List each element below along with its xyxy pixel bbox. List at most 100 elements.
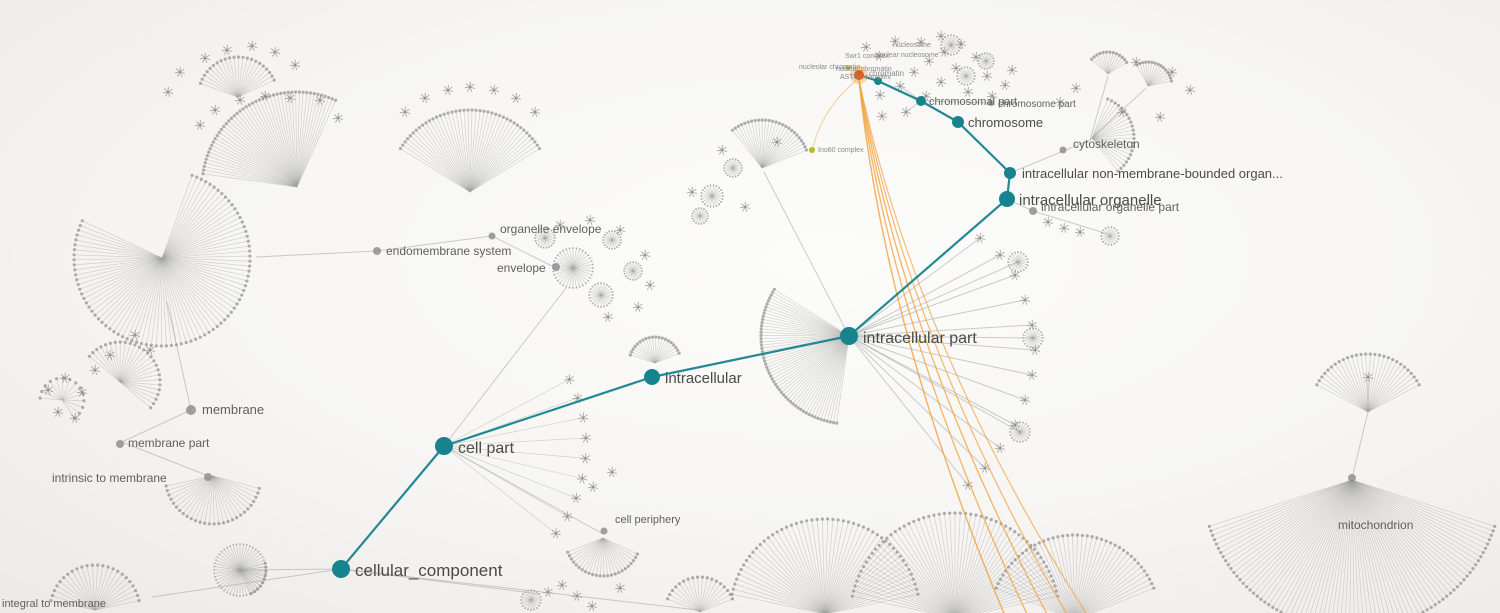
star-node (1026, 369, 1038, 381)
star-node (488, 84, 500, 96)
star-node (510, 92, 522, 104)
star-node (442, 84, 454, 96)
tiny-term-label: Swr1 complex (845, 53, 889, 60)
node-membrane[interactable] (186, 405, 196, 415)
star-node (209, 104, 221, 116)
gray-edge (376, 235, 493, 252)
star-node (981, 70, 993, 82)
pinwheel-node (588, 282, 614, 308)
node-intracellular_organelle[interactable] (999, 191, 1015, 207)
pinwheel-node (1022, 327, 1044, 349)
star-node (1042, 216, 1054, 228)
node-cellular_component[interactable] (332, 560, 350, 578)
star-node (1362, 371, 1374, 383)
gray-edge (1009, 139, 1091, 174)
star-node (873, 50, 885, 62)
gray-edge (848, 335, 1036, 351)
node-label-intracellular_organelle: intracellular organelle (1019, 192, 1162, 209)
gray-edge (763, 171, 850, 337)
green-marker-node (845, 65, 851, 71)
node-non_membrane_organelle[interactable] (1004, 167, 1016, 179)
star-node (606, 466, 618, 478)
node-label-intracellular_part: intracellular part (863, 330, 977, 347)
node-mitochondrion[interactable] (1348, 474, 1356, 482)
highlight-edge (858, 79, 1087, 613)
star-node (1184, 84, 1196, 96)
node-membrane_part[interactable] (116, 440, 124, 448)
pinwheel-node (940, 34, 962, 56)
star-node (644, 279, 656, 291)
cluster-fan (164, 475, 261, 526)
cluster-fan (1315, 352, 1421, 413)
node-chromosome_part[interactable] (988, 100, 994, 106)
star-node (938, 46, 950, 58)
star-node (1006, 64, 1018, 76)
node-cell_part[interactable] (435, 437, 453, 455)
cluster-fan (1135, 60, 1174, 87)
star-node (580, 432, 591, 443)
cluster-fan (72, 173, 252, 348)
cluster-fan (759, 287, 850, 425)
tiny-term-label: nuclear chromatin (836, 66, 892, 73)
selected-edge (920, 100, 959, 123)
star-node (221, 44, 233, 56)
star-node (935, 76, 947, 88)
star-node (974, 232, 986, 244)
node-ino80_complex[interactable] (809, 147, 815, 153)
star-node (999, 79, 1011, 91)
star-node (259, 90, 271, 102)
tiny-term-label: chromatin (869, 69, 904, 78)
star-node (962, 86, 974, 98)
gray-edge (151, 568, 342, 598)
star-node (577, 412, 589, 423)
star-node (550, 528, 561, 539)
star-node (739, 201, 751, 213)
star-node (76, 386, 88, 398)
node-chromosomal_part[interactable] (916, 96, 926, 106)
pinwheel-node (1009, 421, 1031, 443)
star-node (686, 186, 698, 198)
star-node (1029, 344, 1041, 356)
node-cytoskeleton[interactable] (1059, 146, 1067, 154)
highlight-edge (858, 79, 1028, 613)
node-intrinsic_to_membrane[interactable] (204, 473, 212, 481)
pinwheel-node (602, 230, 622, 250)
star-node (874, 89, 886, 101)
gray-edge (340, 568, 699, 611)
cluster-fan (730, 118, 809, 169)
node-cell_periphery[interactable] (600, 527, 608, 535)
cluster-fan (850, 511, 1060, 613)
gray-edge (848, 335, 1021, 433)
node-selected_term[interactable] (854, 70, 864, 80)
node-chromatin[interactable] (874, 77, 882, 85)
node-intracellular[interactable] (644, 369, 660, 385)
node-envelope[interactable] (552, 263, 560, 271)
pinwheel-node (977, 52, 995, 70)
highlight-edge (858, 79, 1005, 613)
gray-edge (848, 274, 1016, 337)
node-endomembrane_system[interactable] (373, 247, 381, 255)
decoration-layer (38, 30, 1497, 613)
cluster-fan (730, 517, 920, 613)
pinwheel-node (1007, 251, 1029, 273)
gray-edge (848, 335, 1026, 401)
node-chromosome[interactable] (952, 116, 964, 128)
star-node (586, 600, 598, 612)
node-intracellular_organelle_part[interactable] (1029, 207, 1037, 215)
node-intracellular_part[interactable] (840, 327, 858, 345)
star-node (580, 453, 591, 464)
selected-path-layer (340, 73, 1012, 570)
node-organelle_envelope[interactable] (488, 232, 496, 240)
gray-edge (1089, 75, 1109, 141)
gray-edge (920, 100, 992, 104)
gray-edge (848, 324, 1033, 337)
node-label-chromosomal_part: chromosomal part (929, 96, 1017, 108)
pinwheel-node (1100, 226, 1120, 246)
node-label-cellular_component: cellular_component (355, 561, 503, 580)
star-node (876, 110, 888, 122)
gray-edge (848, 335, 1033, 376)
star-node (587, 481, 599, 493)
